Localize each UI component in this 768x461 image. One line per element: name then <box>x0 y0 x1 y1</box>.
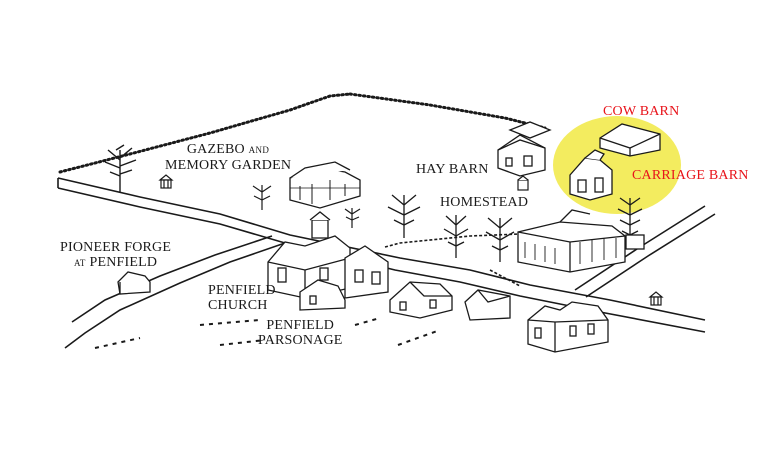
label-penfield-forge: PENFIELD <box>89 255 158 270</box>
tree-homestead-2 <box>443 215 469 258</box>
building-cow-barn <box>599 123 661 157</box>
building-house-garden <box>289 161 361 209</box>
building-house-lower-right <box>527 301 609 353</box>
field-boundary <box>58 92 547 174</box>
tree-small-2 <box>344 208 361 228</box>
tree-homestead-3 <box>485 217 515 262</box>
building-shed-center <box>464 289 511 321</box>
building-cottage-mid <box>389 281 453 319</box>
building-hay-barn <box>497 121 552 177</box>
building-parsonage <box>299 245 389 311</box>
label-parsonage-line2: PARSONAGE <box>258 333 343 348</box>
label-penfield-church: PENFIELD CHURCH <box>208 283 276 313</box>
small-shed-icon <box>517 175 529 191</box>
label-hay-barn: HAY BARN <box>416 162 489 177</box>
tree-small-1 <box>252 185 272 210</box>
label-church-line1: PENFIELD <box>208 283 276 298</box>
gazebo-icon-right <box>648 291 664 306</box>
gazebo-icon <box>158 174 174 189</box>
label-memory-garden: MEMORY GARDEN <box>165 158 292 173</box>
label-gazebo-memory-garden: GAZEBO AND MEMORY GARDEN <box>165 142 291 173</box>
building-homestead <box>517 209 645 273</box>
building-pioneer-forge <box>117 271 151 295</box>
label-penfield-parsonage: PENFIELD PARSONAGE <box>258 318 343 348</box>
fence-dashes <box>94 317 441 349</box>
building-carriage-barn <box>569 149 613 201</box>
building-church <box>267 211 351 299</box>
label-church-line2: CHURCH <box>208 298 268 313</box>
tree-gazebo-left <box>104 144 137 192</box>
label-pioneer-forge: PIONEER FORGE AT PENFIELD <box>60 240 171 271</box>
label-homestead: HOMESTEAD <box>440 195 529 210</box>
label-and: AND <box>248 145 270 155</box>
tree-right <box>617 197 643 248</box>
label-pioneer-forge-line1: PIONEER FORGE <box>60 240 172 255</box>
label-carriage-barn: CARRIAGE BARN <box>632 168 749 183</box>
tree-homestead-1 <box>387 194 421 238</box>
label-gazebo: GAZEBO <box>186 142 245 157</box>
label-cow-barn: COW BARN <box>603 104 680 119</box>
label-at: AT <box>73 258 86 268</box>
label-parsonage-line1: PENFIELD <box>266 318 335 333</box>
